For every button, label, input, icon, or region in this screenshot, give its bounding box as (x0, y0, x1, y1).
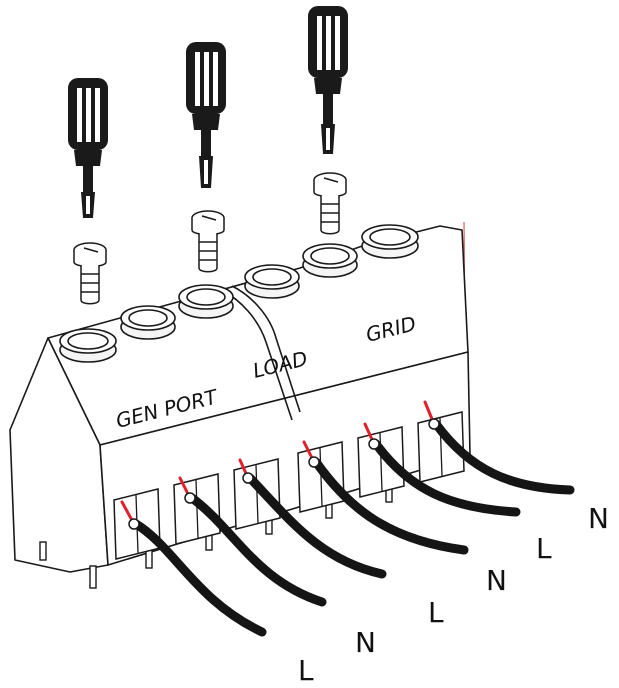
screw-hole-4 (244, 264, 300, 299)
wire-1 (120, 500, 267, 637)
wire-label-5: L (536, 532, 552, 565)
wire-5 (363, 422, 521, 517)
pin (145, 549, 153, 569)
wire-label-3: L (428, 596, 444, 629)
screwdrivers (68, 6, 348, 218)
screwdriver-icon (186, 42, 226, 188)
screw-hole-3 (178, 284, 234, 319)
terminal-screw-icon (73, 242, 107, 305)
wire-6 (423, 400, 575, 495)
pin (89, 565, 97, 589)
wire-label-6: N (588, 502, 609, 535)
pin (39, 541, 47, 561)
screw-hole-6 (361, 224, 419, 259)
slot-divider (195, 479, 199, 539)
terminal-screw-icon (191, 210, 225, 273)
screwdriver-icon (68, 78, 108, 218)
wire-2 (178, 476, 327, 607)
wires (120, 400, 575, 637)
wire-label-1: L (298, 654, 314, 687)
screw-hole-2 (120, 305, 176, 340)
screw-hole-1 (59, 328, 117, 363)
screwdriver-icon (308, 6, 348, 154)
terminal-screw-icon (313, 172, 347, 235)
wire-label-4: N (486, 564, 507, 597)
wire-label-2: N (355, 626, 376, 659)
wire-4 (302, 440, 469, 555)
slot-divider (319, 447, 323, 507)
wire-3 (238, 458, 387, 579)
terminal-screws (73, 172, 347, 305)
section-separator-2 (231, 285, 301, 413)
screw-hole-5 (302, 243, 358, 278)
screw-holes (59, 224, 419, 363)
slot-divider (255, 464, 259, 524)
